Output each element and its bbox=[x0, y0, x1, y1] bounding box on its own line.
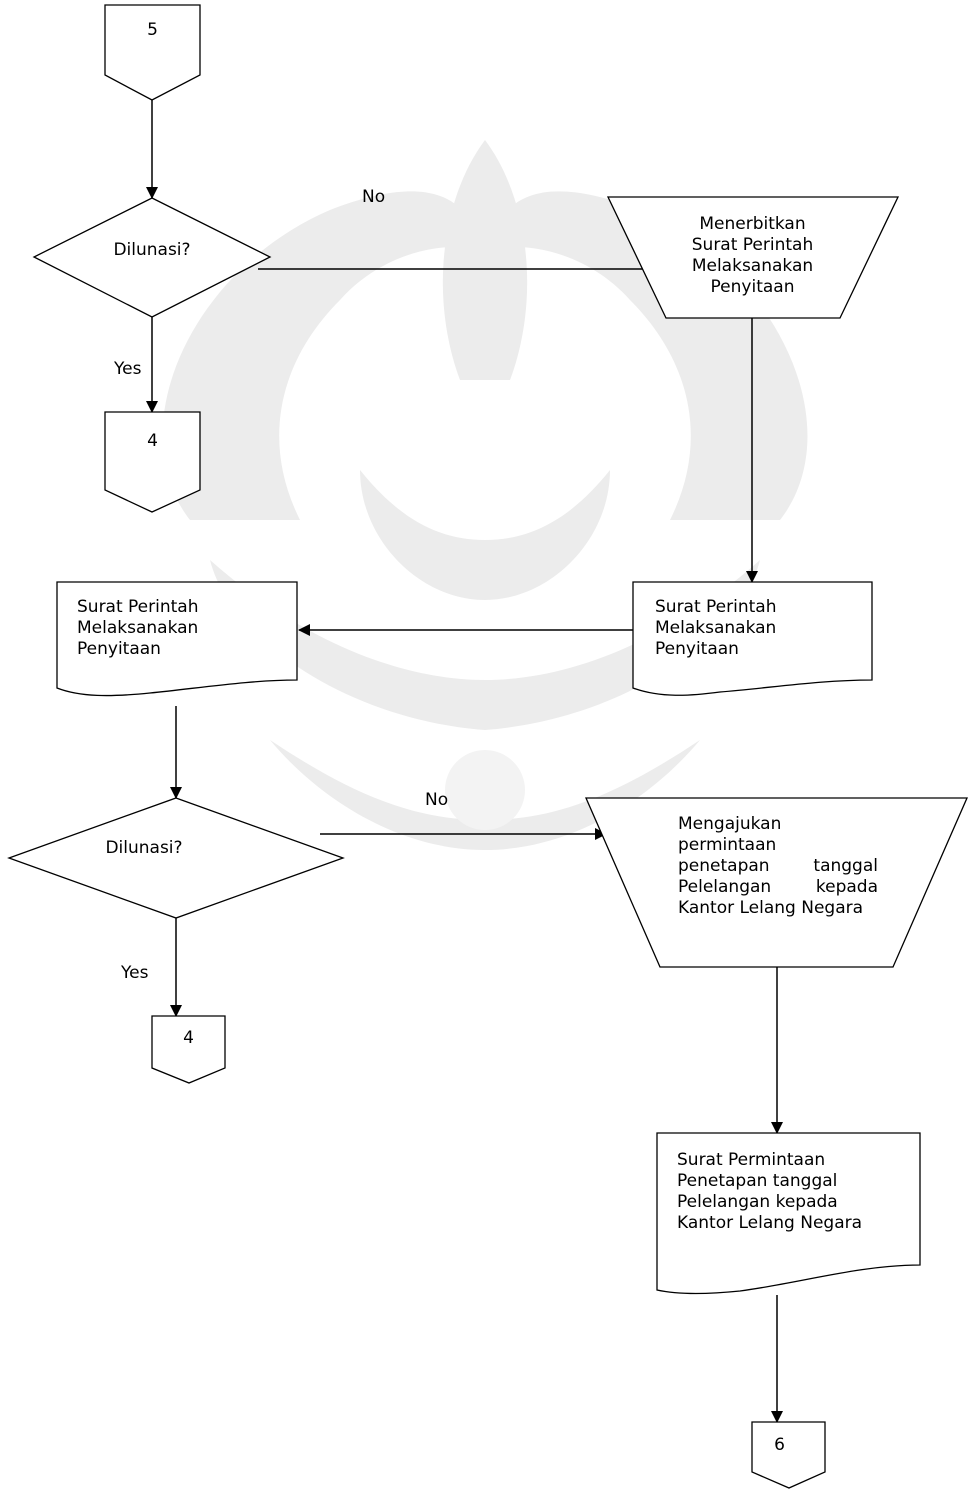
doc-bottom-line-4: Kantor Lelang Negara bbox=[677, 1213, 863, 1233]
doc-left-shape bbox=[56, 581, 298, 697]
manual2-line-3: penetapan tanggal bbox=[678, 856, 878, 876]
doc-right-text: Surat Perintah Melaksanakan Penyitaan bbox=[655, 597, 777, 660]
offpage-connector-6 bbox=[751, 1421, 826, 1489]
offpage-connector-5 bbox=[104, 4, 201, 101]
connector-5-label: 5 bbox=[147, 20, 158, 40]
manual1-line-2: Surat Perintah bbox=[691, 235, 814, 255]
connector-6-label: 6 bbox=[774, 1435, 785, 1455]
doc-bottom-line-3: Pelelangan kepada bbox=[677, 1192, 838, 1212]
manual2-trapezoid bbox=[585, 797, 968, 968]
manual1-line-1: Menerbitkan bbox=[699, 214, 806, 234]
doc-right-line-3: Penyitaan bbox=[655, 639, 739, 659]
connector-4b-label: 4 bbox=[183, 1028, 194, 1048]
decision1-no-label: No bbox=[362, 187, 386, 207]
decision2-yes-label: Yes bbox=[121, 963, 149, 983]
doc-left-text: Surat Perintah Melaksanakan Penyitaan bbox=[77, 597, 199, 660]
decision2-text: Dilunasi? bbox=[105, 838, 183, 858]
decision2-no-label: No bbox=[425, 790, 449, 810]
doc-left-line-1: Surat Perintah bbox=[77, 597, 199, 617]
doc-bottom-shape bbox=[656, 1132, 921, 1295]
connector-4a-label: 4 bbox=[147, 431, 158, 451]
doc-right-line-1: Surat Perintah bbox=[655, 597, 777, 617]
manual2-line-5: Kantor Lelang Negara bbox=[678, 898, 864, 918]
doc-right-shape bbox=[632, 581, 873, 696]
manual1-trapezoid bbox=[606, 196, 900, 319]
decision1-yes-label: Yes bbox=[114, 359, 142, 379]
manual1-text: Menerbitkan Surat Perintah Melaksanakan … bbox=[650, 214, 855, 298]
doc-left-line-2: Melaksanakan bbox=[77, 618, 199, 638]
manual2-line-1: Mengajukan bbox=[678, 814, 782, 834]
doc-right-line-2: Melaksanakan bbox=[655, 618, 777, 638]
manual1-line-4: Penyitaan bbox=[710, 277, 795, 297]
offpage-connector-4-a bbox=[104, 411, 201, 513]
manual2-line-2: permintaan bbox=[678, 835, 777, 855]
manual2-text: Mengajukan permintaan penetapan tanggal … bbox=[678, 814, 878, 919]
offpage-connector-4-b bbox=[151, 1015, 226, 1084]
doc-bottom-line-1: Surat Permintaan bbox=[677, 1150, 826, 1170]
manual2-line-4: Pelelangan kepada bbox=[678, 877, 878, 897]
doc-bottom-text: Surat Permintaan Penetapan tanggal Pelel… bbox=[677, 1150, 862, 1234]
doc-bottom-line-2: Penetapan tanggal bbox=[677, 1171, 838, 1191]
decision1-text: Dilunasi? bbox=[113, 240, 191, 260]
doc-left-line-3: Penyitaan bbox=[77, 639, 161, 659]
manual1-line-3: Melaksanakan bbox=[691, 256, 814, 276]
